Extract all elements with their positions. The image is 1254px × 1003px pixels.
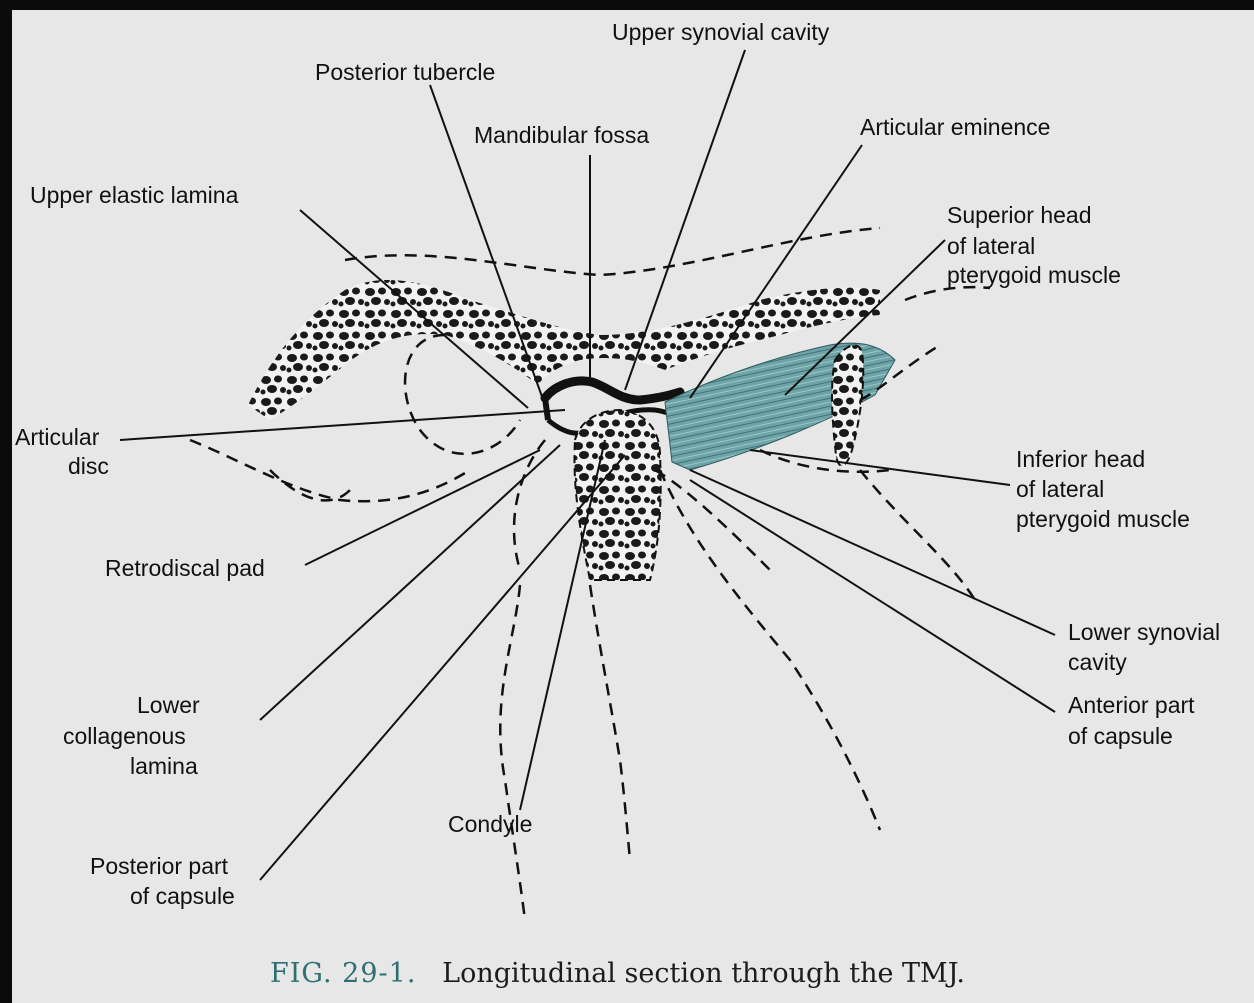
label-anterior-capsule-line2: of capsule [1068,723,1173,749]
pterygoid-plate [832,345,863,465]
label-posterior-tubercle: Posterior tubercle [315,59,495,85]
label-articular-disc-line2: disc [68,453,109,479]
figure-number: FIG. 29-1. [270,958,416,989]
label-posterior-capsule-line2: of capsule [130,883,235,909]
label-superior-head-line1: Superior head [947,202,1092,228]
figure-caption: FIG. 29-1. Longitudinal section through … [270,958,965,989]
label-lower-collagenous-line3: lamina [130,753,198,779]
label-lower-collagenous-line2: collagenous [63,723,186,749]
label-superior-head-line3: pterygoid muscle [947,262,1121,288]
label-mandibular-fossa: Mandibular fossa [474,122,649,148]
label-articular-disc-line1: Articular [15,424,100,450]
label-lower-collagenous-line1: Lower [137,692,200,718]
label-inferior-head-line3: pterygoid muscle [1016,506,1190,532]
label-condyle: Condyle [448,811,532,837]
label-lower-synovial-line2: cavity [1068,649,1127,675]
figure-caption-text: Longitudinal section through the TMJ. [442,958,965,989]
label-superior-head-line2: of lateral [947,233,1035,259]
label-anterior-capsule-line1: Anterior part [1068,692,1195,718]
label-upper-elastic-lamina: Upper elastic lamina [30,182,239,208]
label-inferior-head-line2: of lateral [1016,476,1104,502]
label-articular-eminence: Articular eminence [860,114,1050,140]
label-upper-synovial-cavity: Upper synovial cavity [612,19,830,45]
label-retrodiscal-pad: Retrodiscal pad [105,555,265,581]
label-inferior-head-line1: Inferior head [1016,446,1145,472]
label-lower-synovial-line1: Lower synovial [1068,619,1220,645]
label-posterior-capsule-line1: Posterior part [90,853,229,879]
condyle [574,410,660,580]
